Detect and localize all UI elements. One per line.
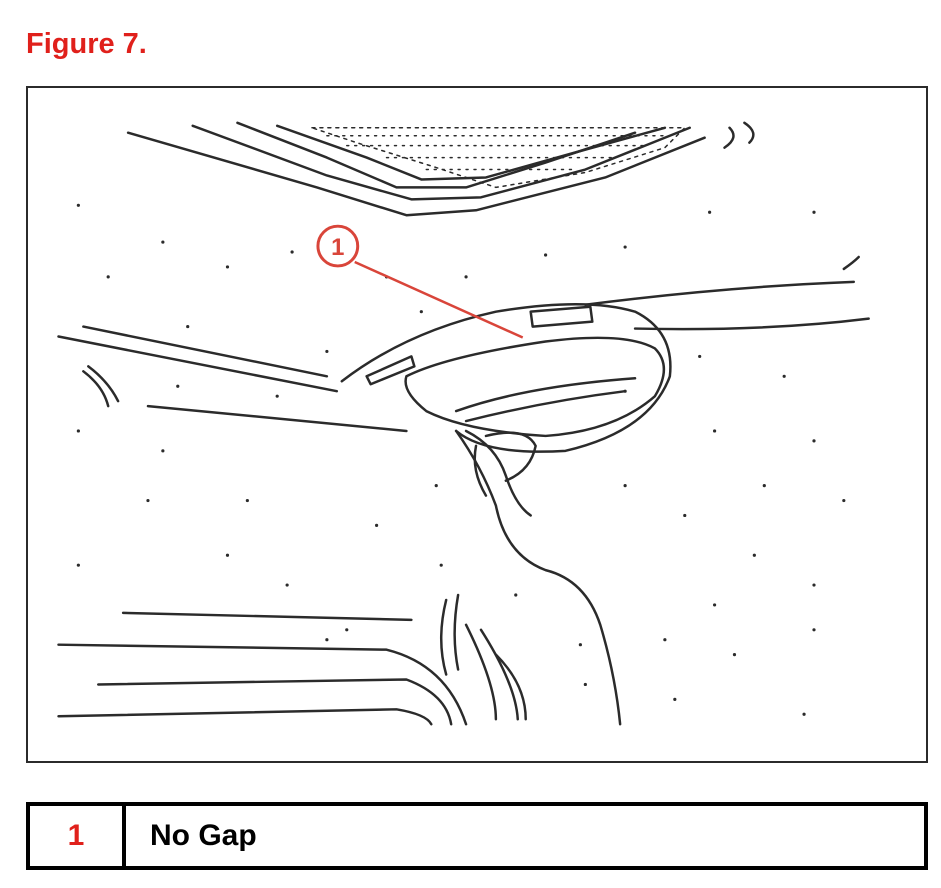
figure-title: Figure 7. [26, 28, 147, 60]
legend-table: 1 No Gap [26, 802, 928, 870]
console-button-2 [365, 355, 416, 386]
roof-edge-line [126, 131, 706, 217]
console-lens [404, 336, 666, 438]
left-trim-line [57, 335, 339, 393]
pillar-line [454, 429, 622, 726]
roof-edge-line-2 [191, 124, 691, 201]
console-button [529, 305, 594, 328]
line-drawing-illustration: 1 [26, 86, 928, 763]
right-trim-line [584, 280, 856, 306]
headliner-drawing: 1 [57, 121, 870, 726]
console-outline [340, 302, 672, 453]
callout-1: 1 [316, 224, 524, 339]
legend-item-label: No Gap [150, 819, 257, 852]
lower-trim-line [121, 611, 413, 622]
callout-circle [316, 224, 360, 268]
legend-item-number: 1 [30, 806, 126, 866]
callout-number: 1 [331, 234, 344, 261]
callout-leader-line [354, 260, 524, 339]
sunroof-mesh [311, 127, 686, 189]
headliner-texture [76, 203, 846, 716]
